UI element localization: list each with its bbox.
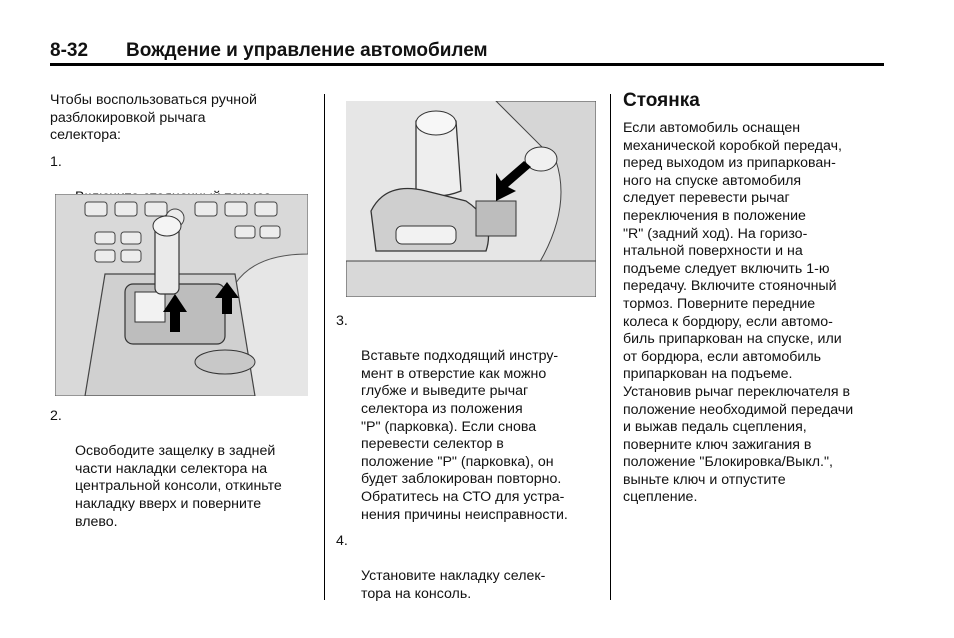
header-rule — [50, 63, 884, 66]
intro-text: Чтобы воспользоваться ручной разблокиров… — [50, 92, 257, 144]
step-text: Установите накладку селек- тора на консо… — [361, 568, 546, 602]
column-1-lower: 2. Освободите защелку в задней части нак… — [50, 408, 315, 531]
console-shifter-illustration — [55, 194, 308, 396]
step-3: 3. Вставьте подходящий инстру- мент в от… — [336, 313, 598, 524]
step-4: 4. Установите накладку селек- тора на ко… — [336, 533, 598, 603]
shifter-release-closeup-illustration — [346, 101, 596, 297]
parking-text: Если автомобиль оснащен механической кор… — [623, 120, 854, 506]
step-number: 1. — [50, 153, 62, 170]
column-divider-2 — [610, 94, 611, 600]
step-number: 3. — [336, 313, 348, 329]
column-2: 3. Вставьте подходящий инстру- мент в от… — [336, 313, 598, 604]
page-number: 8-32 — [50, 40, 89, 61]
step-2: 2. Освободите защелку в задней части нак… — [50, 408, 315, 531]
page-header: 8-32 Вождение и управление автомобилем — [50, 38, 884, 66]
column-3: Стоянка Если автомобиль оснащен механиче… — [623, 90, 885, 507]
step-text: Освободите защелку в задней части наклад… — [75, 443, 282, 530]
page-title: Вождение и управление автомобилем — [126, 40, 488, 61]
step-number: 4. — [336, 533, 348, 550]
column-divider-1 — [324, 94, 325, 600]
section-heading-parking: Стоянка — [623, 90, 700, 111]
step-number: 2. — [50, 408, 62, 424]
column-1: Чтобы воспользоваться ручной разблокиров… — [50, 92, 315, 207]
step-text: Вставьте подходящий инстру- мент в отвер… — [361, 348, 568, 523]
